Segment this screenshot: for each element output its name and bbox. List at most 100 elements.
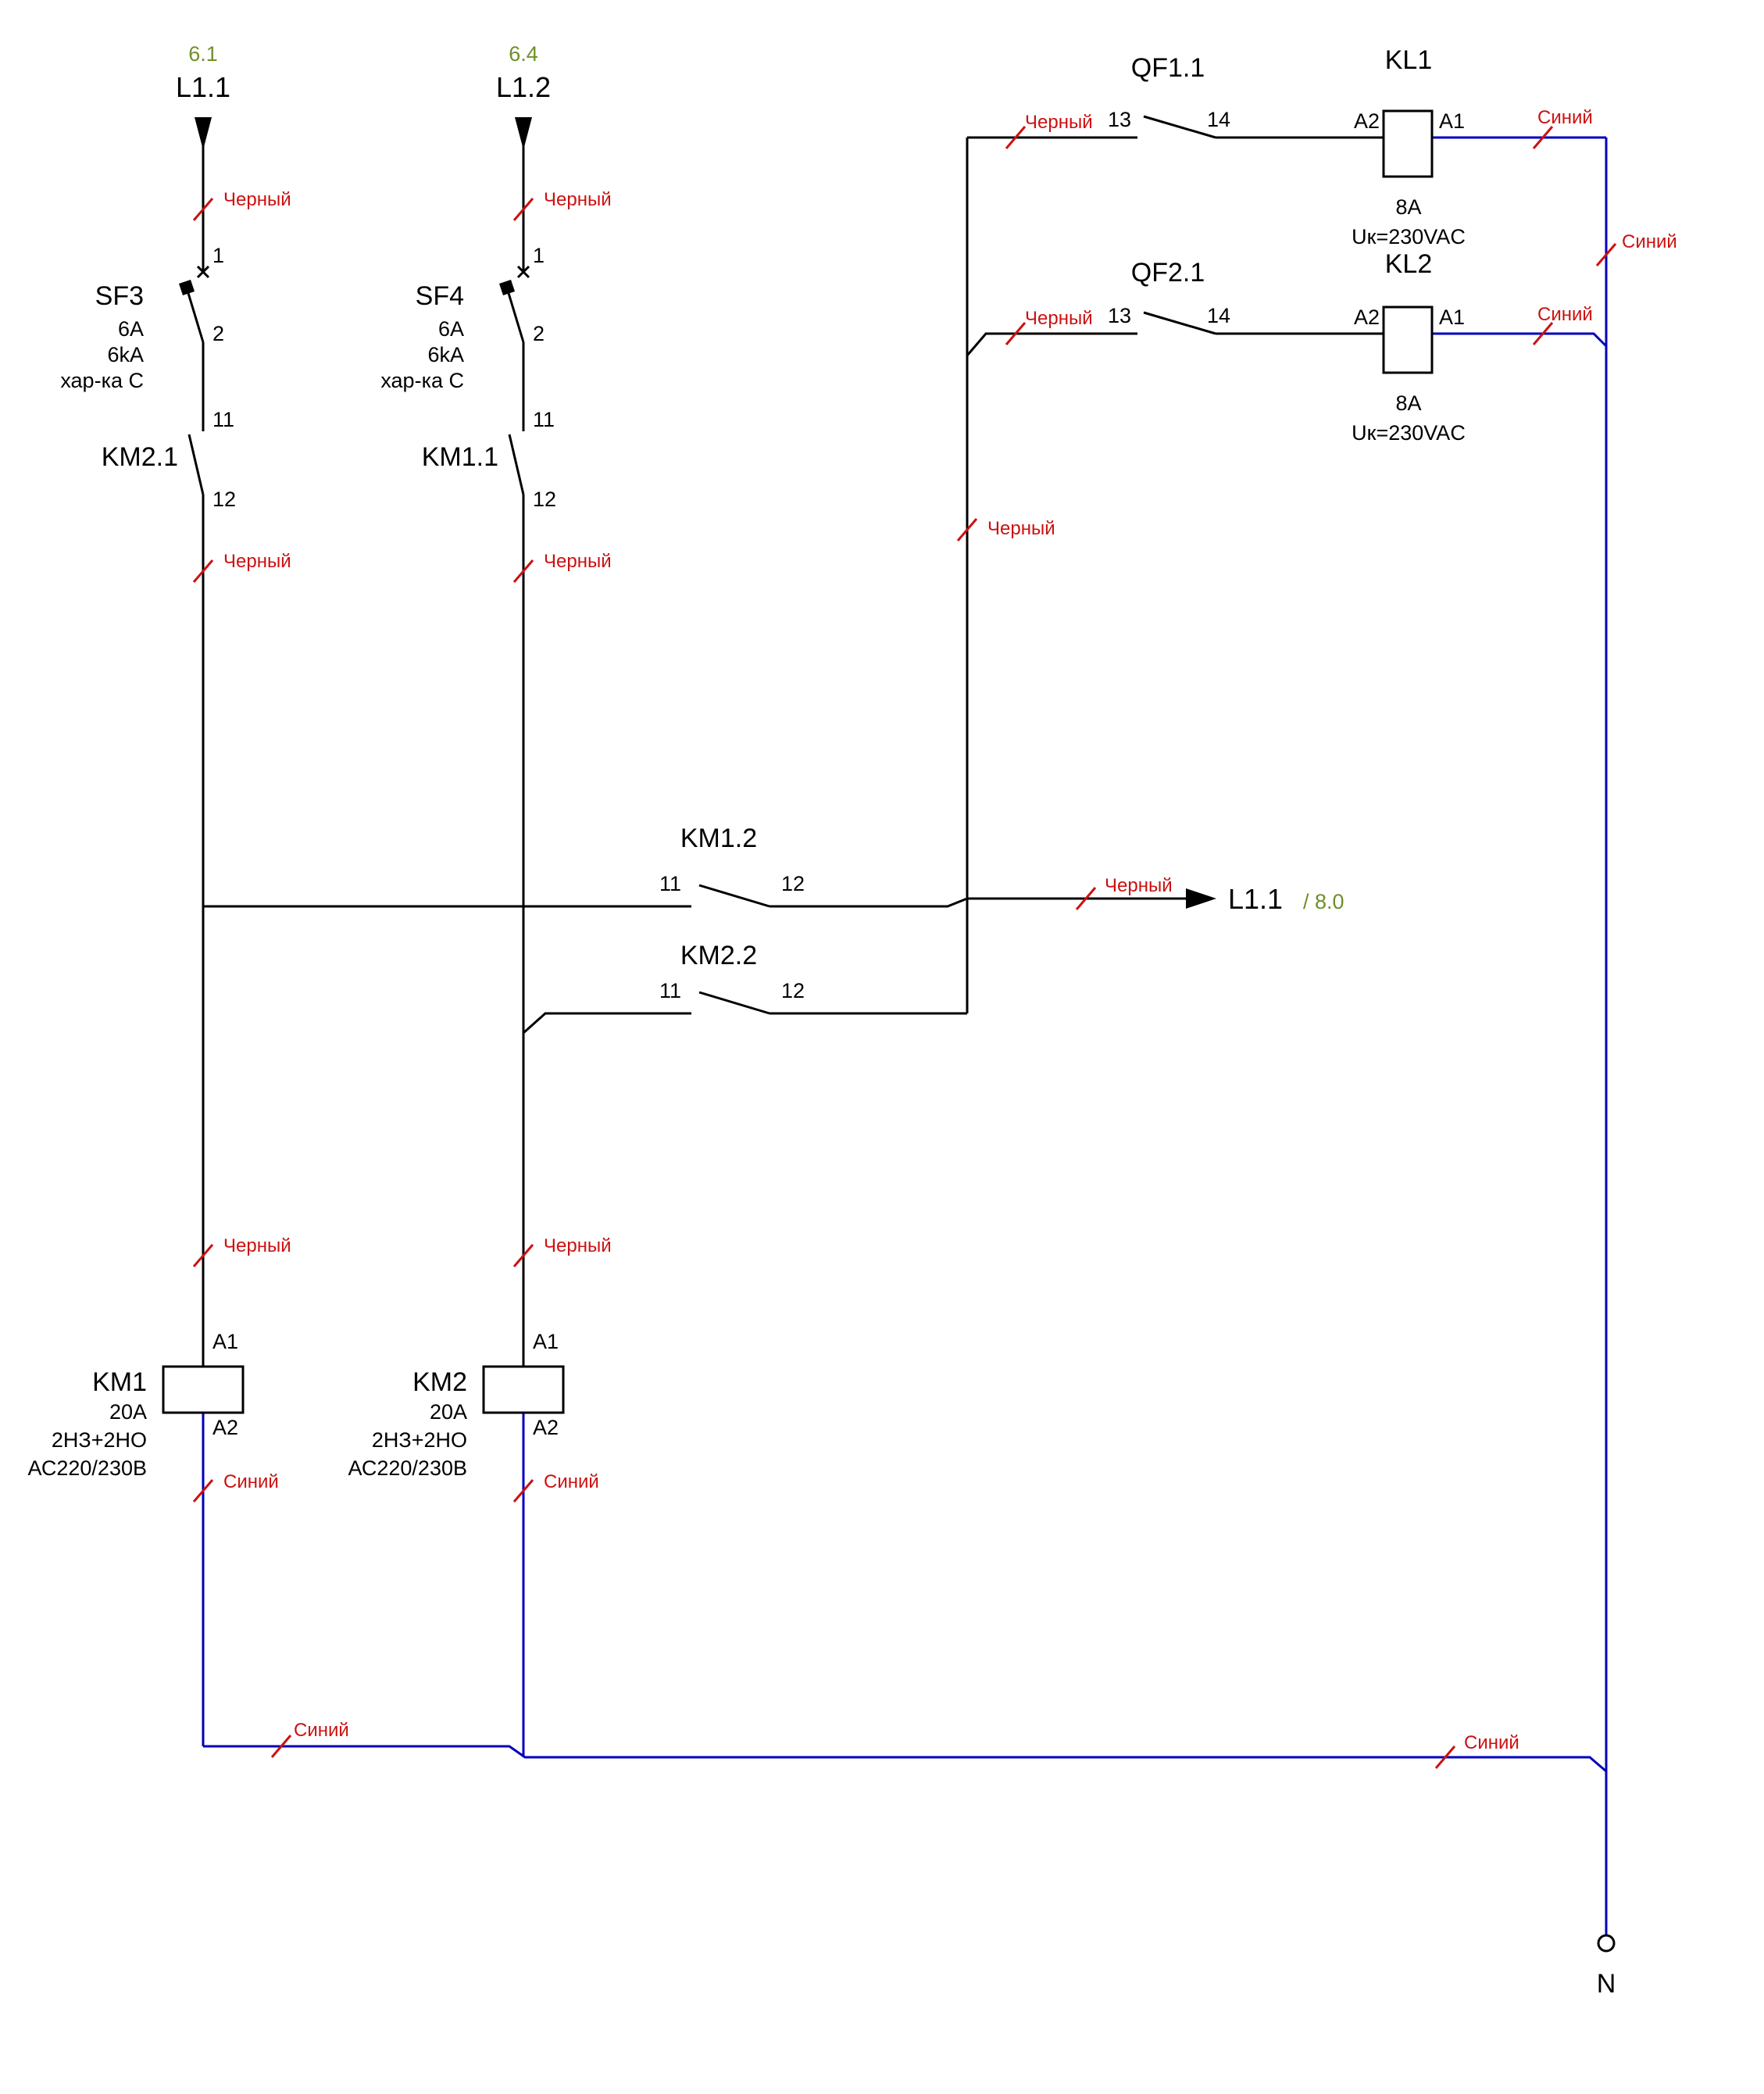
terminal-number: 12 (533, 488, 556, 511)
terminal-number: 12 (781, 872, 805, 895)
wire-color-label: Черный (544, 551, 612, 572)
color-slash-icon (956, 518, 978, 541)
breaker-current: 6A (438, 317, 464, 341)
contact-name: KM1.1 (422, 442, 498, 472)
color-slash-icon (1532, 126, 1554, 149)
terminal-number: 14 (1207, 304, 1230, 327)
breaker-sf4: SF4 6A 6kA хар-ка С 1 2 (380, 244, 545, 392)
terminal-number: A1 (533, 1330, 559, 1353)
color-slash-icon (512, 1244, 534, 1267)
contact-name: KM2.1 (102, 442, 178, 472)
wire-color-label: Черный (1105, 875, 1173, 896)
color-slash-icon (270, 1735, 292, 1758)
terminal-number: 2 (533, 322, 545, 345)
contact-name: QF2.1 (1131, 258, 1205, 288)
contact-km11: KM1.1 11 12 (422, 408, 556, 511)
wire-color-label: Черный (223, 1235, 291, 1256)
destination-ref: / 8.0 (1303, 890, 1344, 913)
wire-color-label: Черный (544, 1235, 612, 1256)
terminal-number: 12 (781, 979, 805, 1002)
breaker-name: SF4 (416, 281, 464, 311)
wire-row-km12 (203, 897, 1186, 908)
wire-color-label: Черный (1025, 112, 1093, 133)
color-slash-icon (1005, 126, 1027, 149)
wire-color-label: Черный (1025, 308, 1093, 329)
relay-voltage: Uк=230VAC (1352, 225, 1466, 248)
wire-neutral-kl2 (1432, 332, 1608, 348)
terminal-number: 1 (212, 244, 224, 267)
wire-color-label: Черный (223, 551, 291, 572)
color-slash-icon (1532, 322, 1554, 345)
contact-qf21: QF2.1 13 14 (1108, 258, 1230, 335)
wire-color-label: Черный (223, 189, 291, 210)
source-ref: 6.4 (509, 42, 538, 66)
wire-neutral-bottom (203, 1745, 1607, 1773)
color-slash-icon (512, 198, 534, 221)
destination-arrow-icon (1186, 888, 1216, 909)
terminal-number: 11 (659, 872, 681, 895)
color-slash-icon (192, 198, 214, 221)
wire-row-qf21 (966, 332, 1384, 356)
contactor-current: 20A (430, 1400, 467, 1424)
contact-km12: KM1.2 11 12 (659, 824, 805, 908)
coil-box (1382, 109, 1434, 178)
contactor-voltage: АС220/230В (27, 1456, 147, 1480)
relay-current: 8A (1395, 195, 1421, 219)
coil-box (162, 1365, 245, 1414)
color-slash-icon (512, 559, 534, 583)
color-slash-icon (192, 559, 214, 583)
breaker-sf3: SF3 6A 6kA хар-ка С 1 2 (60, 244, 224, 392)
color-slash-icon (1075, 887, 1097, 910)
terminal-number: 14 (1207, 108, 1230, 131)
terminal-number: A1 (212, 1330, 238, 1353)
contact-blade (187, 434, 205, 495)
relay-name: KL1 (1385, 45, 1433, 75)
breaker-breaking-capacity: 6kA (427, 343, 464, 366)
terminal-number: 1 (533, 244, 545, 267)
terminal-number: 13 (1108, 304, 1131, 327)
contact-name: QF1.1 (1131, 53, 1205, 83)
breaker-name: SF3 (95, 281, 144, 311)
terminal-number: A2 (1354, 306, 1380, 329)
breaker-flag-icon (179, 280, 195, 295)
color-slash-icon (512, 1479, 534, 1503)
terminal-number: A1 (1439, 306, 1465, 329)
terminal-number: 12 (212, 488, 236, 511)
source-arrow-icon (515, 117, 532, 150)
source-label: L1.2 (496, 71, 551, 103)
relay-name: KL2 (1385, 249, 1433, 279)
source-l12: 6.4 L1.2 (496, 42, 551, 150)
terminal-circle-icon (1597, 1934, 1616, 1953)
wire-row-km22 (523, 1012, 967, 1034)
contactor-coil-km2: KM2 20A 2НЗ+2НО АС220/230В A1 A2 (348, 1330, 565, 1480)
black-wires (202, 117, 1384, 1367)
contactor-current: 20A (109, 1400, 147, 1424)
terminal-number: A2 (533, 1416, 559, 1439)
terminal-number: 11 (533, 408, 555, 431)
terminal-number: 13 (1108, 108, 1131, 131)
neutral-terminal: N (1597, 1934, 1616, 1999)
contact-km22: KM2.2 11 12 (659, 941, 805, 1015)
wire-color-label: Черный (544, 189, 612, 210)
contact-km21: KM2.1 11 12 (102, 408, 236, 511)
contact-qf11: QF1.1 13 14 (1108, 53, 1230, 139)
wire-color-label: Синий (294, 1720, 349, 1741)
wire-color-labels-black: Черный Черный Черный Черный Черный Черны… (223, 112, 1173, 1256)
relay-coil-kl2: KL2 A2 A1 8A Uк=230VAC (1352, 249, 1466, 445)
source-label: L1.1 (176, 71, 230, 103)
neutral-label: N (1597, 1969, 1616, 1999)
breaker-curve: хар-ка С (380, 369, 464, 392)
contactor-name: KM1 (92, 1367, 147, 1397)
terminal-number: A2 (1354, 109, 1380, 133)
wire-color-label: Синий (1622, 231, 1677, 252)
breaker-breaking-capacity: 6kA (107, 343, 144, 366)
relay-coil-kl1: KL1 A2 A1 8A Uк=230VAC (1352, 45, 1466, 248)
terminal-number: 2 (212, 322, 224, 345)
color-slash-icon (1434, 1746, 1456, 1769)
terminal-number: A2 (212, 1416, 238, 1439)
source-ref: 6.1 (188, 42, 218, 66)
wire-color-marks (192, 126, 1617, 1769)
relay-voltage: Uк=230VAC (1352, 421, 1466, 445)
